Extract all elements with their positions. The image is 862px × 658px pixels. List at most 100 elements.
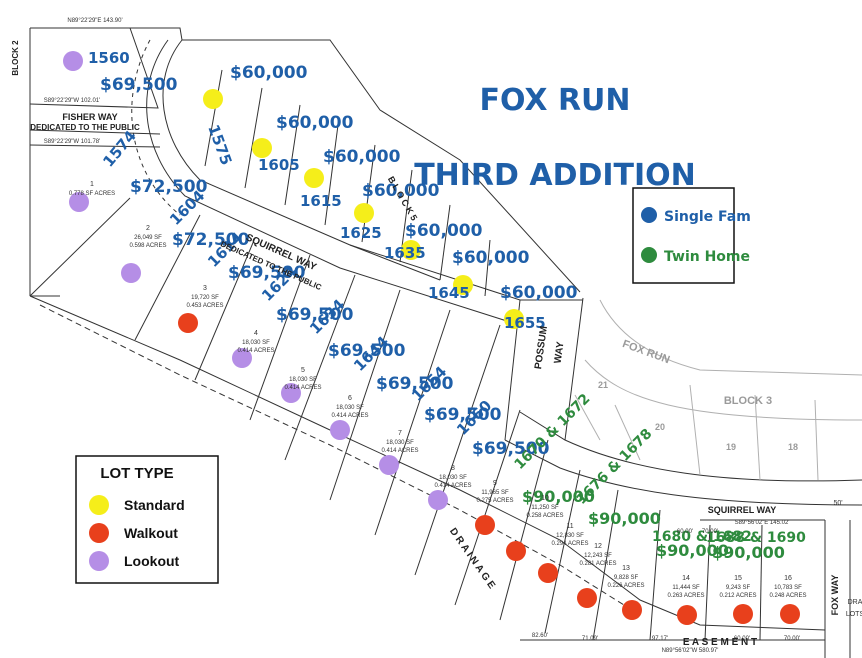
lot-acres-13: 0.226 ACRES [607,583,644,589]
lot-price-11: $69,500 [228,263,306,283]
lot-dot-extra-4 [780,604,800,624]
lot-price-8: $60,000 [500,283,578,303]
walkout-swatch [89,523,109,543]
lot-price-2: $60,000 [230,63,308,83]
block3-lot-19: 19 [726,442,736,452]
fox-way-label: FOX WAY [830,575,840,616]
lot-dot-4 [304,168,324,188]
lot-number-16: 16 [784,575,792,582]
lot-acres-7: 0.414 ACRES [381,448,418,454]
lot-price-4: $60,000 [323,147,401,167]
lot-number-4: 4 [254,330,258,337]
lot-dot-12 [232,348,252,368]
edge-dim-5: 70.00' [702,529,718,535]
lot-sf-5: 18,030 SF [289,377,317,383]
lot-dot-2 [203,89,223,109]
lot-acres-10: 0.258 ACRES [526,513,563,519]
block3-outline [574,299,862,481]
lot-address-8: 1655 [504,314,546,332]
lot-dot-19 [622,600,642,620]
standard-label: Standard [124,497,185,513]
lot-sf-6: 18,030 SF [336,405,364,411]
lot-sf-12: 12,243 SF [584,553,612,559]
lot-sf-15: 9,243 SF [726,585,751,591]
lot-number-15: 15 [734,575,742,582]
right-50-label: 50' [833,500,842,507]
lot-dot-14 [330,420,350,440]
lot-dot-9 [69,192,89,212]
twin-home-swatch [641,247,657,263]
bearing-east-bottom: S89°56'02"E 145.02' [735,520,790,526]
lot-dot-18 [538,563,558,583]
lot-acres-12: 0.281 ACRES [579,561,616,567]
block3-lot-20: 20 [655,422,665,432]
lot-acres-6: 0.414 ACRES [331,413,368,419]
lot-price-5: $60,000 [362,181,440,201]
lot-dot-extra-1 [506,541,526,561]
lot-sf-7: 18,030 SF [386,440,414,446]
lot-price-12: $69,500 [276,305,354,325]
title-line1: FOX RUN [479,83,630,118]
lot-price-19: $90,000 [656,541,729,560]
lot-sf-2: 26,049 SF [134,235,162,241]
lot-price-7: $60,000 [452,248,530,268]
block2-label: BLOCK 2 [11,40,20,76]
block3-label: BLOCK 3 [724,395,772,407]
possum-way-label-2: WAY [553,341,567,365]
lot-dot-8 [504,309,524,329]
lot-sf-4: 18,030 SF [242,340,270,346]
lot-acres-14: 0.263 ACRES [667,593,704,599]
lot-acres-11: 0.294 ACRES [551,541,588,547]
lot-number-14: 14 [682,575,690,582]
lot-dot-7 [453,275,473,295]
lot-address-7: 1645 [428,284,470,302]
edge-dim-1: 82.60' [532,633,548,639]
title-line2: THIRD ADDITION [414,158,696,193]
lot-number-10: 10 [541,495,549,502]
possum-way-label: POSSUM [533,325,550,369]
lot-price-3: $60,000 [276,113,354,133]
lot-dot-3 [252,138,272,158]
lot-price-6: $60,000 [405,221,483,241]
lot-acres-9: 0.275 ACRES [476,498,513,504]
lot-address-5: 1625 [340,224,382,242]
lot-address-20: 1688 & 1690 [706,530,806,546]
lot-acres-2: 0.598 ACRES [129,243,166,249]
lot-sf-11: 12,830 SF [556,533,584,539]
lot-number-8: 8 [451,465,455,472]
type-legend-box [632,187,735,284]
lot-dot-6 [401,240,421,260]
single-fam-label: Single Fam [664,209,751,225]
lot-dots [63,51,800,625]
single-fam-swatch [641,207,657,223]
lookout-swatch [89,551,109,571]
fisher-dedicated-label: DEDICATED TO THE PUBLIC [30,123,140,132]
edge-dim-4: 60.00' [677,529,693,535]
bearing-block2-bottom: S89°22'29"W 102.01' [44,98,101,104]
lot-legend-title: LOT TYPE [100,465,173,482]
lot-number-3: 3 [203,285,207,292]
lot-dot-11 [178,313,198,333]
edge-dim-6: 60.00' [734,636,750,642]
lot-acres-8: 0.414 ACRES [434,483,471,489]
lot-dot-1 [63,51,83,71]
lot-address-18: 1676 & 1678 [574,426,656,508]
fisher-way-label: FISHER WAY [62,112,117,122]
lot-dot-extra-2 [577,588,597,608]
walkout-label: Walkout [124,525,178,541]
lot-dot-16 [428,490,448,510]
lot-price-16: $69,500 [472,439,550,459]
twin-home-label: Twin Home [664,249,750,265]
lot-price-14: $69,500 [376,374,454,394]
lot-dot-10 [121,263,141,283]
lookout-label: Lookout [124,553,180,569]
lot-acres-15: 0.212 ACRES [719,593,756,599]
lot-address-1: 1560 [88,49,130,67]
lot-dot-5 [354,203,374,223]
lot-address-4: 1615 [300,192,342,210]
lot-price-9: $72,500 [130,177,208,197]
lots-label: LOTS [846,611,862,618]
lot-price-13: $69,500 [328,341,406,361]
